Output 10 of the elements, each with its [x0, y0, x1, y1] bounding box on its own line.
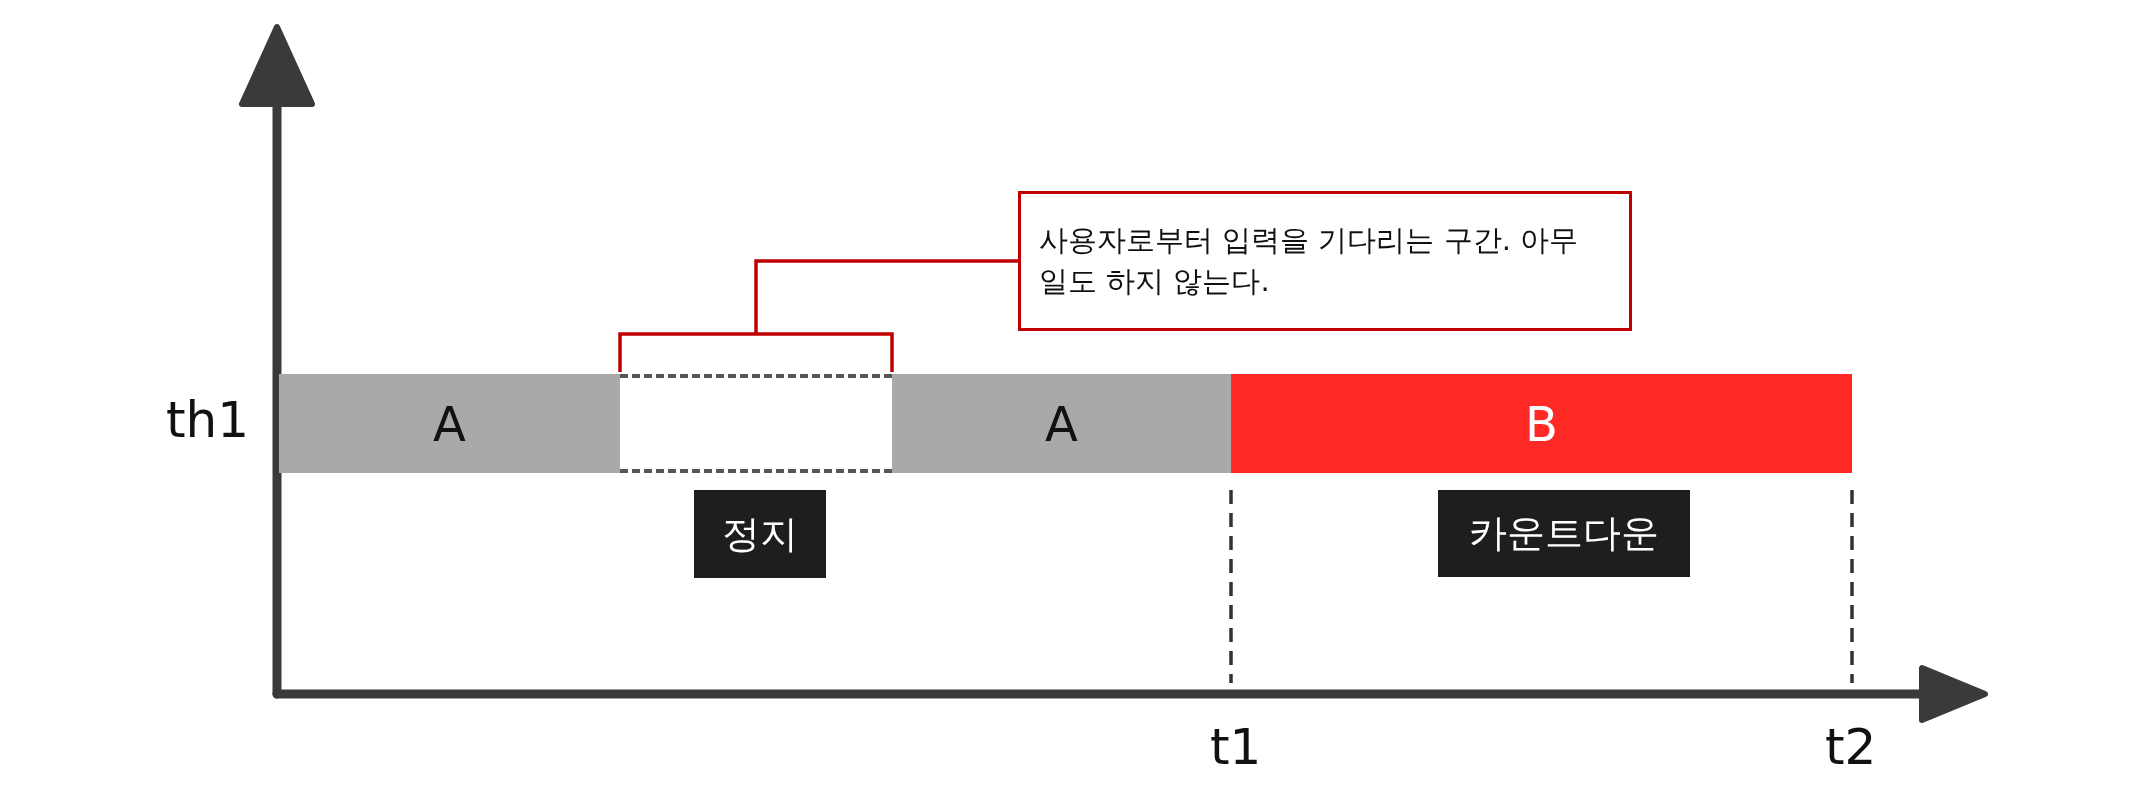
label-tag: 카운트다운: [1438, 490, 1690, 577]
tick-label: t2: [1825, 722, 1877, 772]
bracket-leader: [618, 259, 1020, 374]
process-bar: B: [1231, 374, 1852, 473]
axis-label: th1: [166, 395, 250, 445]
callout-box: 사용자로부터 입력을 기다리는 구간. 아무 일도 하지 않는다.: [1018, 191, 1632, 331]
tick-label: t1: [1210, 722, 1262, 772]
label-tag: 정지: [694, 490, 826, 578]
process-bar: A: [279, 374, 620, 473]
process-bar: A: [892, 374, 1231, 473]
